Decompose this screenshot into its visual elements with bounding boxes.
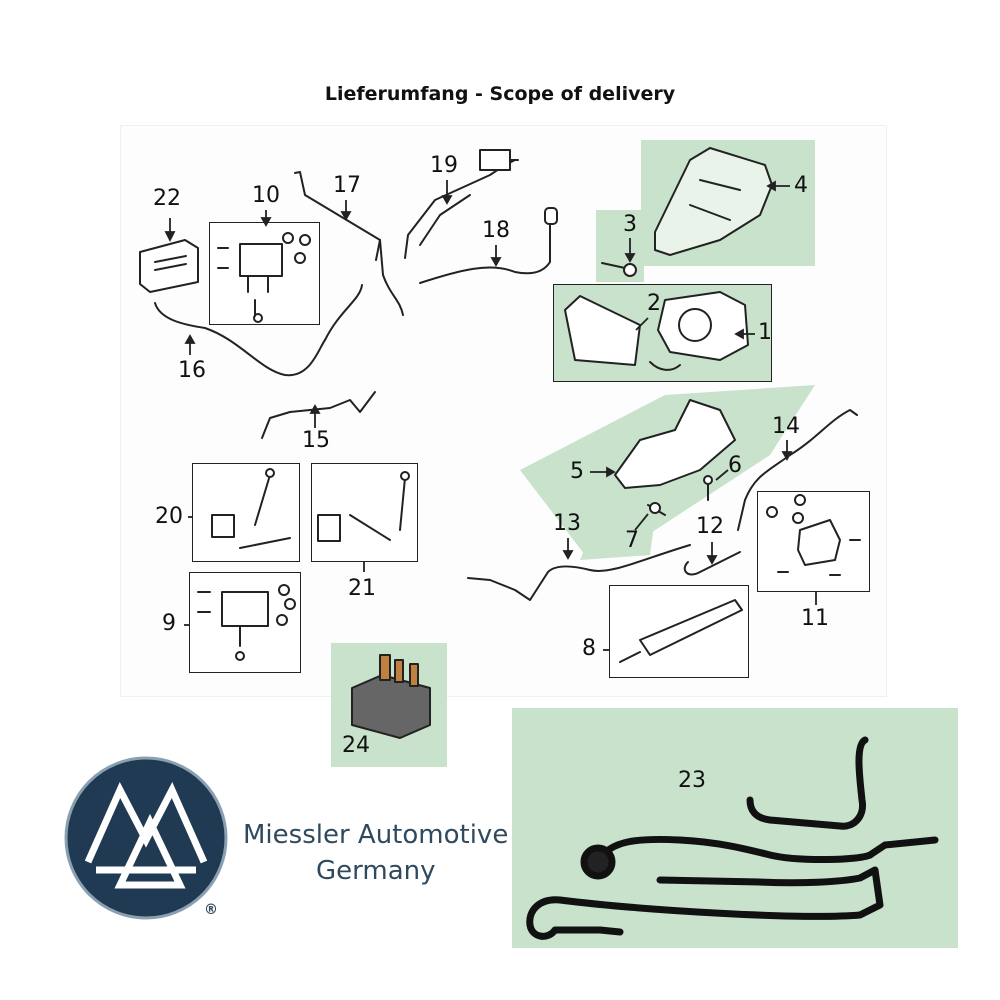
part-22-module — [139, 239, 199, 293]
part-box-20 — [192, 463, 300, 562]
callout-15: 15 — [302, 428, 330, 453]
callout-23: 23 — [678, 768, 706, 793]
callout-5: 5 — [570, 459, 584, 484]
callout-14: 14 — [772, 414, 800, 439]
brand-name: Miessler Automotive — [243, 820, 509, 850]
part-19-bracket — [404, 149, 519, 259]
highlight-part-23 — [512, 708, 958, 948]
part-18-pipe — [419, 221, 551, 284]
part-10-valve-block — [217, 232, 311, 323]
part-21-sensor — [317, 471, 410, 542]
callout-18: 18 — [482, 218, 510, 243]
part-8-dryer — [619, 599, 743, 663]
callout-6: 6 — [728, 453, 742, 478]
part-24-relay — [351, 654, 431, 739]
callout-21: 21 — [348, 576, 376, 601]
brand-country: Germany — [316, 856, 436, 886]
part-4-cover — [654, 147, 773, 256]
registered-mark: ® — [204, 902, 218, 918]
part-9-valve-block — [197, 584, 296, 661]
callout-13: 13 — [553, 511, 581, 536]
part-15-pipe — [261, 391, 376, 439]
callout-17: 17 — [333, 173, 361, 198]
callout-7: 7 — [625, 528, 639, 553]
callout-2: 2 — [647, 291, 661, 316]
part-23-hose — [526, 736, 939, 940]
callout-24: 24 — [342, 733, 370, 758]
callout-3: 3 — [623, 212, 637, 237]
callout-10: 10 — [252, 183, 280, 208]
part-20-sensor — [211, 468, 291, 549]
callout-4: 4 — [794, 173, 808, 198]
callout-1: 1 — [758, 320, 772, 345]
part-1-compressor — [649, 291, 749, 371]
page-title: Lieferumfang - Scope of delivery — [324, 83, 676, 105]
part-2-bracket — [564, 295, 641, 366]
part-12-hose — [683, 551, 741, 576]
callout-9: 9 — [162, 611, 176, 636]
highlight-part-7 — [580, 480, 660, 560]
part-13-pipe — [467, 544, 691, 601]
part-5-shield — [614, 399, 736, 489]
part-17-pipe — [294, 171, 404, 316]
part-16-pipe — [154, 284, 363, 377]
callout-11: 11 — [801, 606, 829, 631]
part-11-valve-block — [766, 494, 861, 576]
callout-19: 19 — [430, 153, 458, 178]
part-box-21 — [311, 463, 418, 562]
callout-22: 22 — [153, 186, 181, 211]
callout-8: 8 — [582, 636, 596, 661]
callout-20: 20 — [155, 504, 183, 529]
part-3-bolt — [601, 262, 626, 269]
callout-16: 16 — [178, 358, 206, 383]
callout-12: 12 — [696, 514, 724, 539]
